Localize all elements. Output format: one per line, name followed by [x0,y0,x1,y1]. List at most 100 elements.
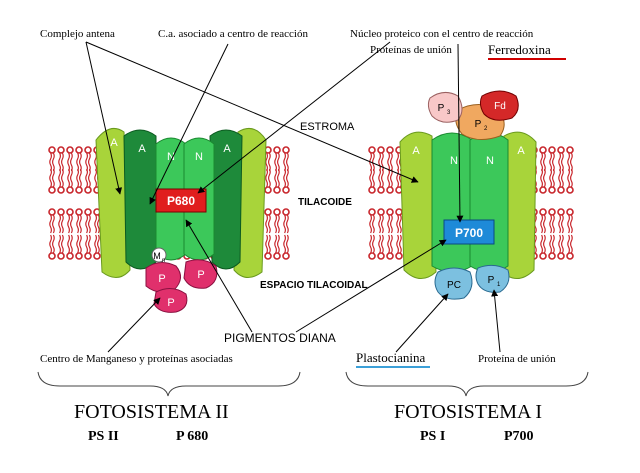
ps2-reaction-center-label: P680 [167,194,195,208]
phospholipid [377,208,385,234]
arrow-diana-to-ps1 [295,239,447,333]
ps2-core-letter-left: N [167,151,175,163]
ps1-p1-letter: P [488,275,495,286]
phospholipid [273,208,281,234]
phospholipid [57,146,65,172]
ps2-antenna-letter-inner-right: A [223,143,231,155]
ps1-fd-letter: Fd [494,101,506,112]
brace-ps2 [37,371,301,397]
ps1-binding-protein-p3 [427,92,463,123]
phospholipid [395,234,403,260]
phospholipid [377,168,385,194]
ps1-core-left [431,132,473,273]
phospholipid [539,168,547,194]
phospholipid [75,168,83,194]
ps1-p1-sub: 1 [497,282,501,288]
label-ferredoxina: Ferredoxina [488,42,551,57]
phospholipid [539,234,547,260]
phospholipid [48,146,56,172]
ps2-mn-protein-right [183,259,218,289]
arrow-plastocianina [395,293,449,353]
phospholipid [368,208,376,234]
phospholipid [66,146,74,172]
label-ca-asociado: C.a. asociado a centro de reacción [158,28,308,40]
label-centro-manganeso: Centro de Manganeso y proteínas asociada… [40,353,233,365]
ps1-p3-sub: 3 [447,110,451,116]
phospholipid [282,146,290,172]
ps1-p2-sub: 2 [484,126,488,132]
label-pigmentos-diana: PIGMENTOS DIANA [224,331,336,345]
phospholipid [75,208,83,234]
label-complejo-antena: Complejo antena [40,28,115,40]
phospholipid [557,168,565,194]
phospholipid [539,146,547,172]
phospholipid [75,234,83,260]
phospholipid [93,234,101,260]
ps1-reaction-center [443,219,495,245]
ps2-manganese-sub: n [162,258,165,264]
phospholipid [66,234,74,260]
ps2-abbr: PS II [88,429,119,444]
ps2-title: FOTOSISTEMA II [74,401,229,423]
ps1-title: FOTOSISTEMA I [394,401,542,423]
phospholipid [386,168,394,194]
ps2-protein-letter-right: P [197,269,204,281]
ps1-core-letter-right: N [486,155,494,167]
label-espacio-tilacoidal: ESPACIO TILACOIDAL [260,280,368,291]
ps1-core-letter-left: N [450,155,458,167]
phospholipid [548,234,556,260]
ps2-center-label: P 680 [176,429,208,444]
phospholipid [264,208,272,234]
ps2-reaction-center [155,188,207,213]
phospholipid [548,146,556,172]
label-nucleo-proteico: Núcleo proteico con el centro de reacció… [350,28,534,40]
phospholipid [548,168,556,194]
ps1-antenna-letter-left: A [412,145,420,157]
label-proteina-union: Proteína de unión [478,353,556,365]
phospholipid [368,168,376,194]
photosystem-ii-complex: A A N N A P680 M n P P P [95,127,267,313]
phospholipid [566,146,574,172]
arrow-diana-to-ps2 [185,219,253,333]
label-plastocianina: Plastocianina [356,350,426,365]
pointer-lines [85,41,501,353]
phospholipid [282,208,290,234]
phospholipid [566,168,574,194]
phospholipid [66,168,74,194]
phospholipid [273,168,281,194]
ps2-protein-letter-bottom: P [167,297,174,309]
ps1-plastocyanin [434,267,473,300]
phospholipid [368,234,376,260]
phospholipid [48,168,56,194]
ps2-mn-protein-left [145,262,181,293]
phospholipid [57,168,65,194]
ps2-antenna-inner-left [123,129,157,270]
phospholipid [368,146,376,172]
arrow-proteina-union [491,289,501,353]
phospholipid [84,168,92,194]
phospholipid [282,234,290,260]
phospholipid [57,208,65,234]
arrow-antena-to-ps1 [85,41,419,183]
brace-ps1 [345,371,589,397]
ps1-ferredoxin [479,90,519,121]
phospholipid [273,234,281,260]
ps2-manganese-letter: M [153,251,161,261]
ps1-abbr: PS I [420,429,445,444]
phospholipid [84,146,92,172]
arrow-manganeso [107,297,161,353]
phospholipid [264,234,272,260]
ps1-p3-letter: P [438,103,445,114]
phospholipid [566,208,574,234]
phospholipid [557,234,565,260]
phospholipid [557,146,565,172]
phospholipid [273,146,281,172]
phospholipid [48,234,56,260]
phospholipid [57,234,65,260]
phospholipid [539,208,547,234]
label-estroma: ESTROMA [300,121,355,133]
ps2-antenna-outer-left [95,127,131,278]
ps1-center-label: P700 [504,429,534,444]
phospholipid [48,208,56,234]
